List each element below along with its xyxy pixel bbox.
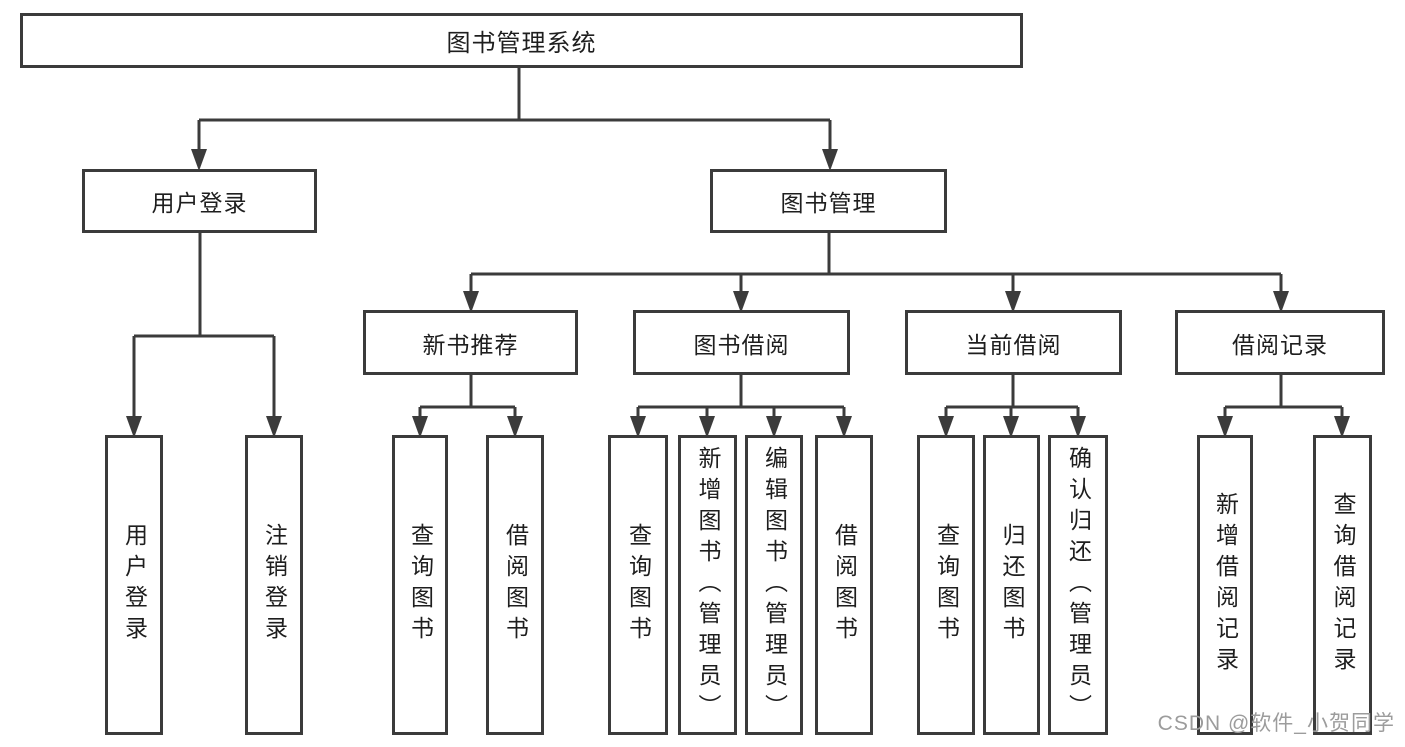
leaf-label: 借阅图书 [831,523,858,647]
leaf-confirm-return-admin: 确认归还（管理员） [1048,435,1108,735]
leaf-add-borrow-record: 新增借阅记录 [1197,435,1253,735]
leaf-query-borrow-record: 查询借阅记录 [1313,435,1372,735]
node-book-borrow: 图书借阅 [633,310,850,375]
leaf-label: 查询图书 [933,523,960,647]
leaf-label: 新增图书（管理员） [695,445,721,725]
leaf-edit-book-admin: 编辑图书（管理员） [745,435,803,735]
leaf-query-books-2: 查询图书 [608,435,668,735]
csdn-watermark: CSDN @软件_小贺同学 [1157,712,1395,735]
node-label: 用户登录 [151,190,248,216]
leaf-user-login: 用户登录 [105,435,163,735]
leaf-label: 借阅图书 [502,523,529,647]
node-book-management: 图书管理 [710,169,947,233]
node-label: 新书推荐 [422,331,519,358]
leaf-label: 用户登录 [121,523,148,647]
leaf-label: 注销登录 [261,523,288,647]
leaf-label: 查询图书 [625,523,652,647]
node-label: 图书借阅 [693,331,790,358]
leaf-label: 查询图书 [407,523,434,647]
leaf-label: 查询借阅记录 [1330,492,1356,678]
node-library-management-system: 图书管理系统 [20,13,1023,68]
leaf-logout-login: 注销登录 [245,435,303,735]
node-label: 图书管理系统 [446,30,597,57]
node-user-login: 用户登录 [82,169,317,233]
leaf-label: 确认归还（管理员） [1065,445,1092,725]
node-current-borrow: 当前借阅 [905,310,1122,375]
leaf-label: 编辑图书（管理员） [761,445,788,725]
leaf-borrow-books-1: 借阅图书 [486,435,544,735]
node-label: 图书管理 [780,190,877,216]
leaf-label: 新增借阅记录 [1212,492,1239,678]
arrowhead-icons [126,120,1350,438]
leaf-query-books-3: 查询图书 [917,435,975,735]
leaf-borrow-books-2: 借阅图书 [815,435,873,735]
leaf-add-book-admin: 新增图书（管理员） [678,435,737,735]
node-label: 借阅记录 [1232,331,1328,358]
leaf-return-book: 归还图书 [983,435,1040,735]
leaf-query-books-1: 查询图书 [392,435,448,735]
node-new-book-recommend: 新书推荐 [363,310,578,375]
node-borrow-records: 借阅记录 [1175,310,1385,375]
node-label: 当前借阅 [965,331,1062,358]
leaf-label: 归还图书 [999,523,1025,647]
